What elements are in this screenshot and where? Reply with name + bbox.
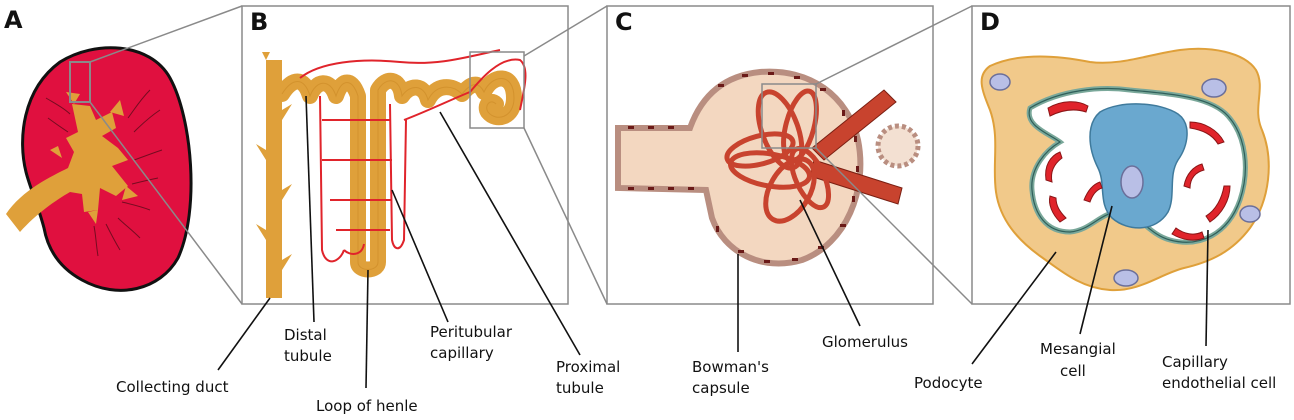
pyramid-lines — [45, 89, 163, 257]
panel-c: C — [606, 5, 934, 305]
renal-pelvis — [6, 104, 128, 232]
panel-a: A — [4, 6, 193, 292]
label-podocyte: Podocyte — [914, 374, 983, 392]
frame-c — [606, 5, 934, 305]
pointer-podocyte — [971, 251, 1057, 365]
zoom-line-b-c-top — [523, 5, 608, 57]
label-loop-of-henle: Loop of henle — [316, 397, 418, 415]
podocyte-nuclei — [989, 73, 1261, 287]
zoom-line-b-c-bottom — [523, 127, 608, 305]
panel-letter-b: B — [250, 8, 268, 36]
label-collecting-duct: Collecting duct — [116, 378, 229, 396]
label-peritubular-1: Peritubular — [430, 323, 513, 341]
frame-b — [241, 5, 569, 305]
pointer-proximal-tubule — [439, 111, 581, 356]
capsule-cells — [628, 72, 859, 263]
pointer-glomerulus — [799, 199, 861, 327]
frame-d — [971, 5, 1291, 305]
pointer-collecting-duct — [217, 297, 271, 371]
nephron-tubule-outline — [281, 78, 515, 270]
zoom-line-c-d-bottom — [815, 147, 973, 305]
label-capillary-1: Capillary — [1162, 353, 1228, 371]
pointer-mesangial-cell — [1079, 205, 1113, 335]
label-glomerulus: Glomerulus — [822, 333, 908, 351]
pointer-distal-tubule — [305, 95, 315, 323]
label-capillary-2: endothelial cell — [1162, 374, 1276, 392]
zoom-line-a-b-top — [89, 5, 243, 63]
label-bowmans-1: Bowman's — [692, 358, 769, 376]
pointer-capillary-endothelial — [1205, 229, 1209, 347]
endothelial-cells — [1045, 101, 1231, 241]
basement-membrane-inner — [1028, 88, 1246, 243]
glomerulus-zoom-box — [469, 51, 525, 129]
label-distal-tubule-1: Distal — [284, 326, 327, 344]
peritubular-capillary-network — [299, 49, 527, 263]
panel-letter-a: A — [4, 6, 23, 34]
zoom-line-a-b-bottom — [89, 101, 243, 305]
collecting-duct — [256, 52, 292, 298]
panel-d: D — [971, 5, 1291, 305]
capillary-zoom-box — [761, 83, 817, 149]
zoom-line-c-d-top — [815, 5, 973, 85]
mesangial-cell — [1089, 103, 1188, 229]
mesangial-nucleus — [1120, 165, 1144, 199]
pointer-peritubular-capillary — [391, 189, 449, 323]
panel-b: B — [241, 5, 569, 305]
labels-layer: Collecting duct Distal tubule Loop of he… — [116, 95, 1276, 415]
vessel-cross-section — [875, 123, 921, 169]
label-mesangial-1: Mesangial — [1040, 340, 1116, 358]
glomerulus-tuft — [724, 88, 832, 224]
label-mesangial-2: cell — [1060, 362, 1086, 380]
pointer-loop-of-henle — [365, 269, 369, 389]
panel-letter-d: D — [980, 8, 1000, 36]
label-proximal-2: tubule — [556, 379, 604, 397]
kidney-zoom-box — [69, 61, 91, 103]
label-peritubular-2: capillary — [430, 344, 494, 362]
label-proximal-1: Proximal — [556, 358, 620, 376]
panel-letter-c: C — [615, 8, 633, 36]
nephron-tubule — [274, 70, 522, 278]
label-bowmans-2: capsule — [692, 379, 750, 397]
label-distal-tubule-2: tubule — [284, 347, 332, 365]
